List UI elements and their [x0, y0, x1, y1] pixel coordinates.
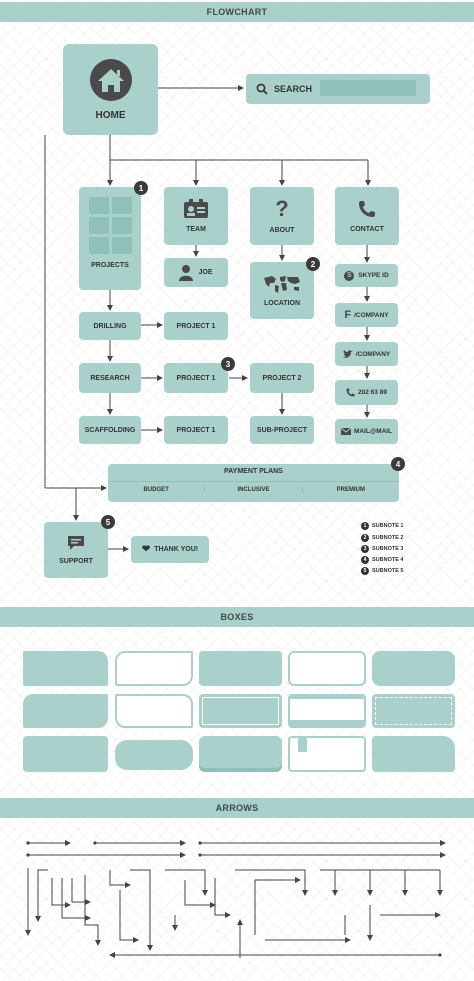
- box-style-1: [23, 651, 108, 686]
- subproject-label: SUB-PROJECT: [256, 426, 308, 434]
- project1-research-node[interactable]: PROJECT 1: [164, 363, 228, 393]
- badge-3: 3: [221, 357, 235, 371]
- heart-icon: ❤: [141, 544, 151, 555]
- payment-options: BUDGET INCLUSIVE PREMIUM: [108, 487, 399, 493]
- facebook-icon: f: [344, 309, 352, 321]
- arrows-header: ARROWS: [0, 798, 474, 818]
- box-style-14: [288, 736, 366, 772]
- question-icon: ?: [275, 196, 289, 221]
- support-label: SUPPORT: [59, 558, 93, 565]
- badge-2: 2: [306, 257, 320, 271]
- twitter-icon: [342, 349, 353, 359]
- facebook-node[interactable]: f /COMPANY: [335, 303, 398, 327]
- thankyou-label: THANK YOU!: [154, 546, 199, 553]
- box-style-10: [372, 694, 455, 728]
- payment-plans-node[interactable]: PAYMENT PLANS BUDGET INCLUSIVE PREMIUM: [108, 464, 399, 502]
- box-style-13: [199, 736, 282, 772]
- projects-node[interactable]: PROJECTS: [79, 187, 141, 290]
- project1-research-label: PROJECT 1: [176, 374, 216, 382]
- mail-icon: [340, 428, 351, 435]
- twitter-label: /COMPANY: [355, 350, 391, 358]
- project2-label: PROJECT 2: [262, 374, 302, 382]
- projects-label: PROJECTS: [91, 262, 129, 269]
- skype-node[interactable]: S SKYPE ID: [335, 264, 398, 287]
- box-style-3: [199, 651, 282, 686]
- support-node[interactable]: SUPPORT: [44, 522, 108, 578]
- flowchart-header: FLOWCHART: [0, 2, 474, 22]
- scaffolding-node[interactable]: SCAFFOLDING: [79, 416, 141, 444]
- joe-label: JOE: [198, 269, 213, 276]
- box-style-6: [23, 694, 108, 728]
- research-label: RESEARCH: [90, 374, 130, 382]
- home-icon: [89, 58, 133, 102]
- mail-node[interactable]: MAIL@MAIL: [335, 419, 398, 444]
- grid-icon: [88, 197, 132, 254]
- phone-icon: [358, 200, 376, 218]
- location-node[interactable]: LOCATION: [250, 262, 314, 319]
- twitter-node[interactable]: /COMPANY: [335, 342, 398, 366]
- thankyou-node[interactable]: ❤ THANK YOU!: [131, 536, 209, 563]
- person-icon: [179, 264, 194, 281]
- box-style-11: [23, 736, 108, 772]
- world-map-icon: [262, 274, 302, 294]
- bookmark-icon: [298, 736, 307, 752]
- drilling-label: DRILLING: [93, 322, 127, 330]
- home-node[interactable]: HOME: [63, 44, 158, 135]
- box-style-2: [115, 651, 193, 686]
- project1-scaffolding-label: PROJECT 1: [176, 426, 216, 434]
- search-icon: [256, 83, 268, 95]
- box-style-15: [372, 736, 455, 772]
- research-node[interactable]: RESEARCH: [79, 363, 141, 393]
- box-style-4: [288, 651, 366, 686]
- badge-4: 4: [391, 457, 405, 471]
- contact-node[interactable]: CONTACT: [335, 187, 399, 245]
- joe-node[interactable]: JOE: [164, 258, 228, 287]
- project1-drilling-node[interactable]: PROJECT 1: [164, 312, 228, 340]
- skype-label: SKYPE ID: [358, 272, 389, 279]
- about-node[interactable]: ? ABOUT: [250, 187, 314, 245]
- phone-label: 202 63 89: [358, 389, 387, 396]
- scaffolding-label: SCAFFOLDING: [84, 426, 136, 434]
- box-style-8: [199, 694, 282, 728]
- payment-divider: [108, 481, 399, 482]
- payment-option-premium[interactable]: PREMIUM: [336, 487, 365, 493]
- search-label: SEARCH: [274, 84, 313, 94]
- payment-option-inclusive[interactable]: INCLUSIVE: [205, 487, 303, 493]
- project2-node[interactable]: PROJECT 2: [250, 363, 314, 393]
- badge-1: 1: [134, 181, 148, 195]
- location-label: LOCATION: [263, 300, 301, 307]
- id-card-icon: [183, 199, 209, 219]
- drilling-node[interactable]: DRILLING: [79, 312, 141, 340]
- mail-label: MAIL@MAIL: [353, 428, 393, 435]
- chat-icon: [67, 535, 85, 551]
- team-label: TEAM: [186, 226, 206, 233]
- project1-drilling-label: PROJECT 1: [176, 322, 216, 330]
- contact-label: CONTACT: [350, 225, 384, 233]
- box-style-7: [115, 694, 193, 728]
- facebook-label: /COMPANY: [354, 311, 389, 319]
- team-node[interactable]: TEAM: [164, 187, 228, 245]
- box-style-12: [115, 740, 193, 770]
- subproject-node[interactable]: SUB-PROJECT: [250, 416, 314, 444]
- about-label: ABOUT: [269, 227, 295, 234]
- box-style-5: [372, 651, 455, 686]
- phone-small-icon: [346, 388, 355, 397]
- payment-title: PAYMENT PLANS: [224, 468, 283, 475]
- box-style-9: [288, 694, 366, 728]
- skype-icon: S: [344, 270, 355, 281]
- search-bar[interactable]: SEARCH: [246, 74, 430, 104]
- phone-node[interactable]: 202 63 89: [335, 380, 398, 405]
- project1-scaffolding-node[interactable]: PROJECT 1: [164, 416, 228, 444]
- badge-5: 5: [101, 515, 115, 529]
- boxes-header: BOXES: [0, 607, 474, 627]
- home-label: HOME: [95, 110, 126, 121]
- search-input[interactable]: [320, 80, 416, 96]
- payment-option-budget[interactable]: BUDGET: [108, 487, 206, 493]
